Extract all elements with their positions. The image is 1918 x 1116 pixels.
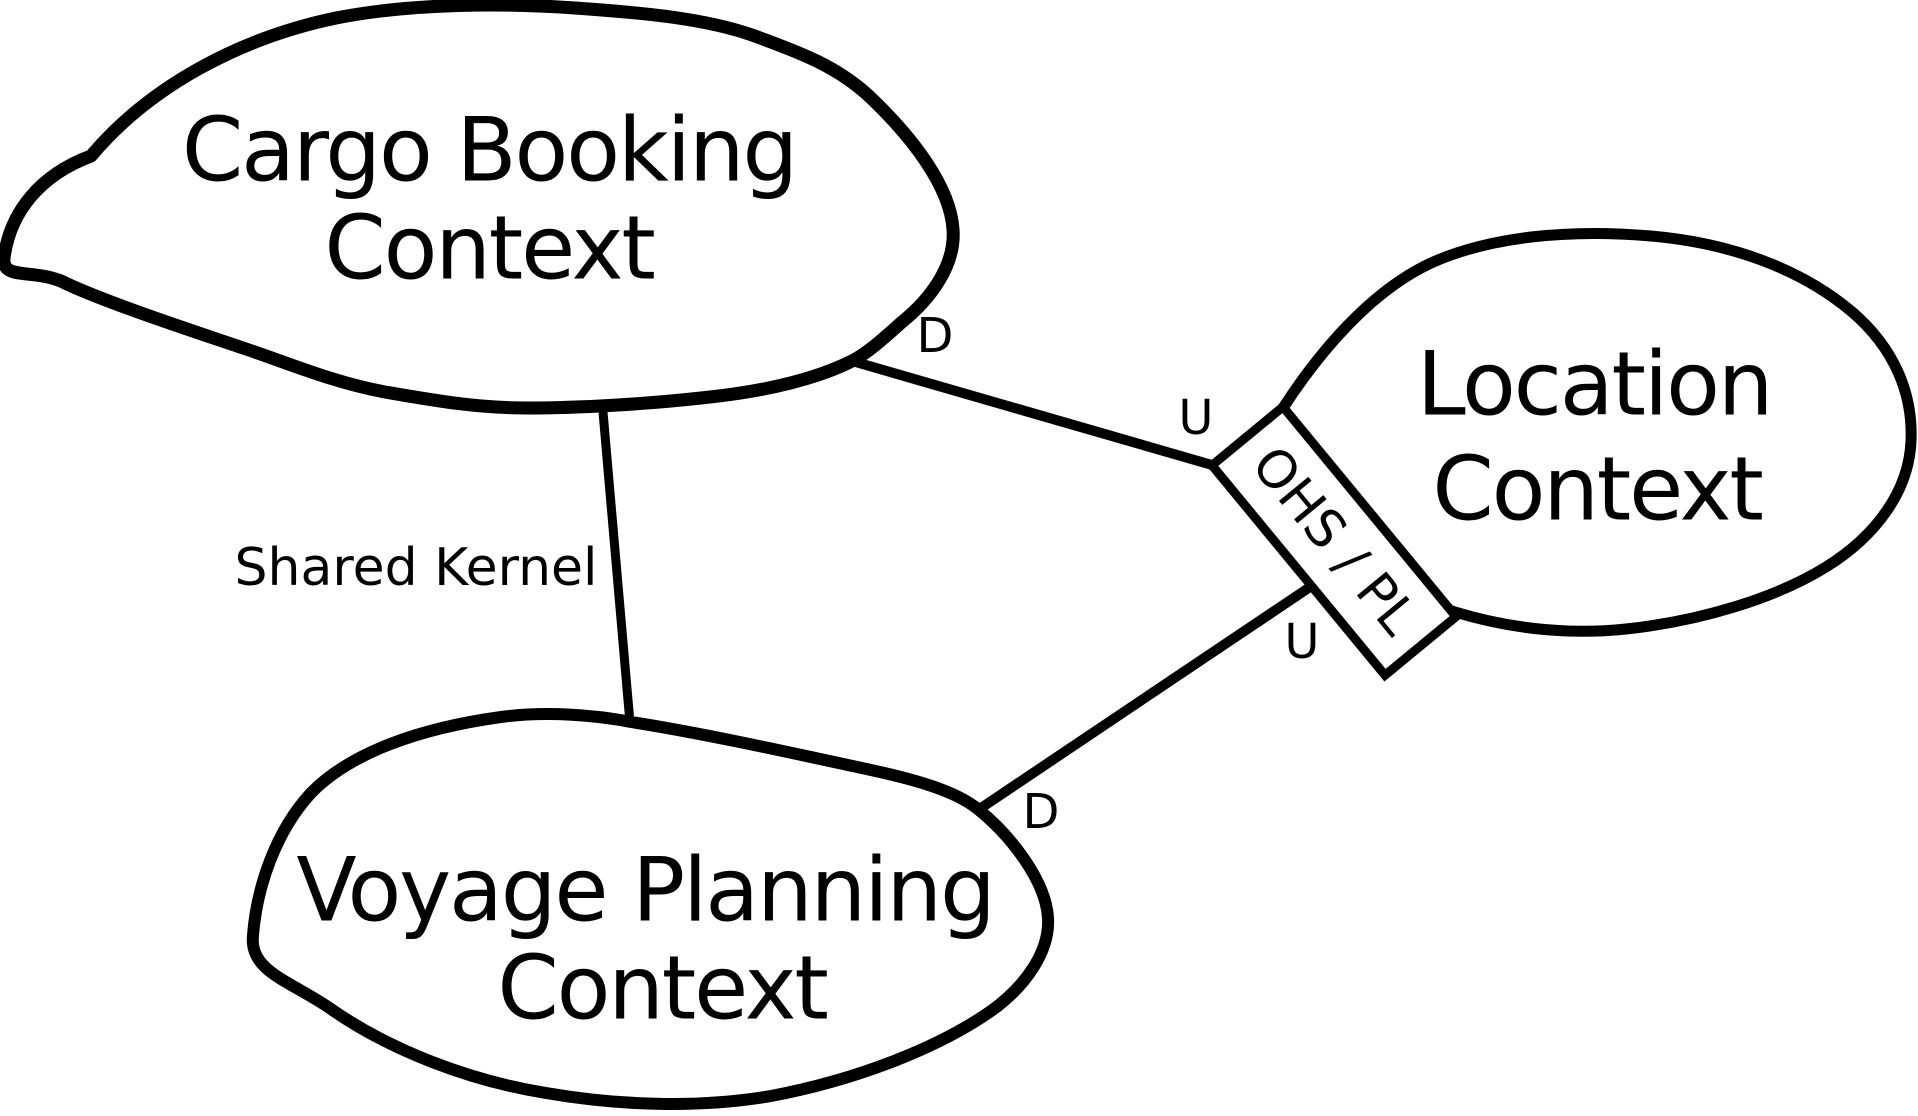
voyage-downstream-role-label: D (1023, 784, 1060, 840)
voyage-location-connector (973, 584, 1312, 815)
cargo-location-upstream-role-label: U (1178, 390, 1213, 446)
voyage-planning-context-ellipse (246, 708, 1055, 1110)
cargo-context-label-line2: Context (324, 197, 654, 300)
voyage-location-upstream-role-label: U (1284, 614, 1319, 670)
cargo-booking-context-ellipse (0, 0, 960, 415)
voyage-context-label-line1: Voyage Planning (296, 839, 993, 942)
cargo-context-label-line1: Cargo Booking (182, 99, 796, 202)
voyage-context-label-line2: Context (497, 937, 827, 1040)
location-context-label-line2: Context (1432, 438, 1762, 541)
cargo-location-connector (847, 356, 1217, 470)
location-context-label-line1: Location (1417, 333, 1772, 436)
shared-kernel-connector (598, 407, 635, 728)
shared-kernel-label: Shared Kernel (235, 538, 598, 598)
cargo-downstream-role-label: D (917, 308, 954, 364)
ohs-pl-box-rect (1205, 400, 1463, 682)
